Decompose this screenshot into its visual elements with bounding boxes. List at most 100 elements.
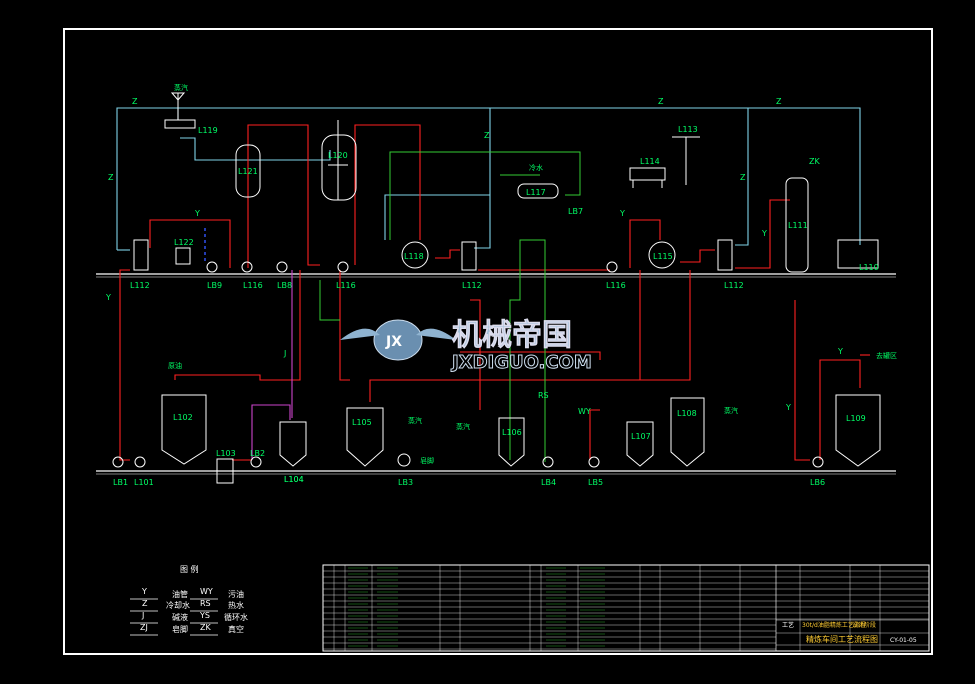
watermark: JX 机械帝国 JXDIGUO.COM — [340, 318, 592, 374]
title-stage: 设计阶段 — [852, 621, 876, 629]
tag-upper-2: LB9 — [207, 281, 222, 290]
watermark-badge: JX — [385, 334, 402, 350]
label-cold-water: 冷水 — [529, 163, 543, 172]
L117-tank — [517, 183, 559, 199]
title-drawing: 精炼车间工艺流程图 — [806, 634, 878, 644]
equipment-group — [112, 92, 881, 484]
label-oil-in: 原油 — [168, 361, 182, 370]
legend-title: 图 例 — [180, 564, 199, 574]
legend-name2-4: 真空 — [228, 624, 244, 634]
tag-upper-5: L116 — [336, 281, 356, 290]
legend-code-3: J — [141, 611, 144, 620]
legend-code-2: Z — [142, 599, 148, 608]
green-pipes — [319, 151, 581, 462]
label-L106: L106 — [502, 428, 522, 437]
pipe-y-3: Y — [105, 293, 111, 302]
pipe-zk: ZK — [809, 157, 820, 166]
title-dept: 工艺 — [782, 621, 794, 629]
legend-name2-2: 热水 — [228, 600, 244, 610]
tag-upper-1: L112 — [130, 281, 150, 290]
pipe-rs: RS — [538, 391, 549, 400]
label-L108: L108 — [677, 409, 697, 418]
L114-table — [629, 167, 666, 181]
L112-unit-3 — [717, 239, 733, 271]
legend-code2-2: RS — [200, 599, 211, 608]
L115-exchanger — [648, 241, 676, 269]
tag-lb7: LB7 — [568, 207, 583, 216]
alkali-pipes — [251, 270, 293, 460]
L107-tank — [626, 421, 654, 467]
label-L111: L111 — [788, 221, 808, 230]
pipe-j: J — [283, 349, 286, 358]
tag-upper-3: L116 — [243, 281, 263, 290]
tag-lower-8: LB6 — [810, 478, 825, 487]
label-L115: L115 — [653, 252, 673, 261]
watermark-en: JXDIGUO.COM — [450, 352, 592, 373]
legend-name-4: 皂脚 — [172, 624, 188, 634]
L102-tank — [161, 394, 207, 465]
pipe-y-4: Y — [761, 229, 767, 238]
tag-upper-8: L112 — [724, 281, 744, 290]
legend-name-2: 冷却水 — [166, 600, 190, 610]
title-drawing-no: CY-01-05 — [890, 637, 917, 644]
label-L110: L110 — [859, 263, 879, 272]
outer-frame — [63, 28, 933, 655]
legend: 图 例 Y 油管 WY 污油 Z 冷却水 RS 热水 J 碱液 YS 循环水 Z… — [130, 564, 248, 636]
label-L118: L118 — [404, 252, 424, 261]
pipe-y-6: Y — [837, 347, 843, 356]
title-project: 30t/d油脂精炼工艺流程 — [802, 621, 866, 629]
label-steam-106: 蒸汽 — [456, 422, 470, 431]
label-L117: L117 — [526, 188, 546, 197]
label-steam-105: 蒸汽 — [408, 416, 422, 425]
tag-lower-5: LB3 — [398, 478, 413, 487]
legend-name2-3: 循环水 — [224, 612, 248, 622]
label-L119: L119 — [198, 126, 218, 135]
stream-labels: 蒸汽 冷水 原油 蒸汽 皂脚 蒸汽 蒸汽 去罐区 — [168, 83, 897, 465]
L111-column — [785, 177, 809, 273]
legend-code2-3: YS — [199, 611, 210, 620]
L103-tank — [216, 458, 234, 484]
cooling-water-pipes — [116, 107, 861, 251]
pipe-z-6: Z — [740, 173, 746, 182]
pipe-z-4: Z — [108, 173, 114, 182]
label-L121: L121 — [238, 167, 258, 176]
legend-code-4: ZJ — [140, 623, 148, 632]
oil-pipes — [119, 124, 870, 461]
legend-name-1: 油管 — [172, 589, 188, 599]
legend-code2-1: WY — [200, 587, 213, 596]
L112-unit-1 — [133, 239, 149, 271]
label-L109: L109 — [846, 414, 866, 423]
tag-lower-7: LB5 — [588, 478, 603, 487]
legend-name-3: 碱液 — [172, 612, 188, 622]
pipe-letters: Z Z Z Z Z Z Y Y Y Y Y Y J ZK WY RS — [105, 97, 843, 416]
pipe-z-2: Z — [658, 97, 664, 106]
tag-lower-6: LB4 — [541, 478, 556, 487]
label-L120: L120 — [328, 151, 348, 160]
label-steam-108: 蒸汽 — [724, 406, 738, 415]
label-to-tank: 去罐区 — [876, 351, 897, 360]
L119-body — [164, 119, 196, 129]
L110-pump — [837, 239, 879, 269]
tag-lower-3: LB2 — [250, 449, 265, 458]
equipment-labels: L119 L121 L120 L117 L113 L114 L111 L122 … — [173, 125, 879, 484]
tag-upper-6: L112 — [462, 281, 482, 290]
label-L104: L104 — [284, 475, 304, 484]
label-L103: L103 — [216, 449, 236, 458]
tag-upper-7: L116 — [606, 281, 626, 290]
label-L107: L107 — [631, 432, 651, 441]
label-L113: L113 — [678, 125, 698, 134]
label-L114: L114 — [640, 157, 660, 166]
L105-tank — [346, 407, 384, 467]
pipe-wy: WY — [578, 407, 591, 416]
legend-name2-1: 污油 — [228, 589, 244, 599]
L109-tank — [835, 394, 881, 467]
label-L122: L122 — [174, 238, 194, 247]
tag-lower-2: L101 — [134, 478, 154, 487]
label-L102: L102 — [173, 413, 193, 422]
label-steam-top: 蒸汽 — [174, 83, 188, 92]
pipe-z-5: Z — [484, 131, 490, 140]
watermark-cn: 机械帝国 — [452, 318, 572, 353]
pipe-z-3: Z — [776, 97, 782, 106]
